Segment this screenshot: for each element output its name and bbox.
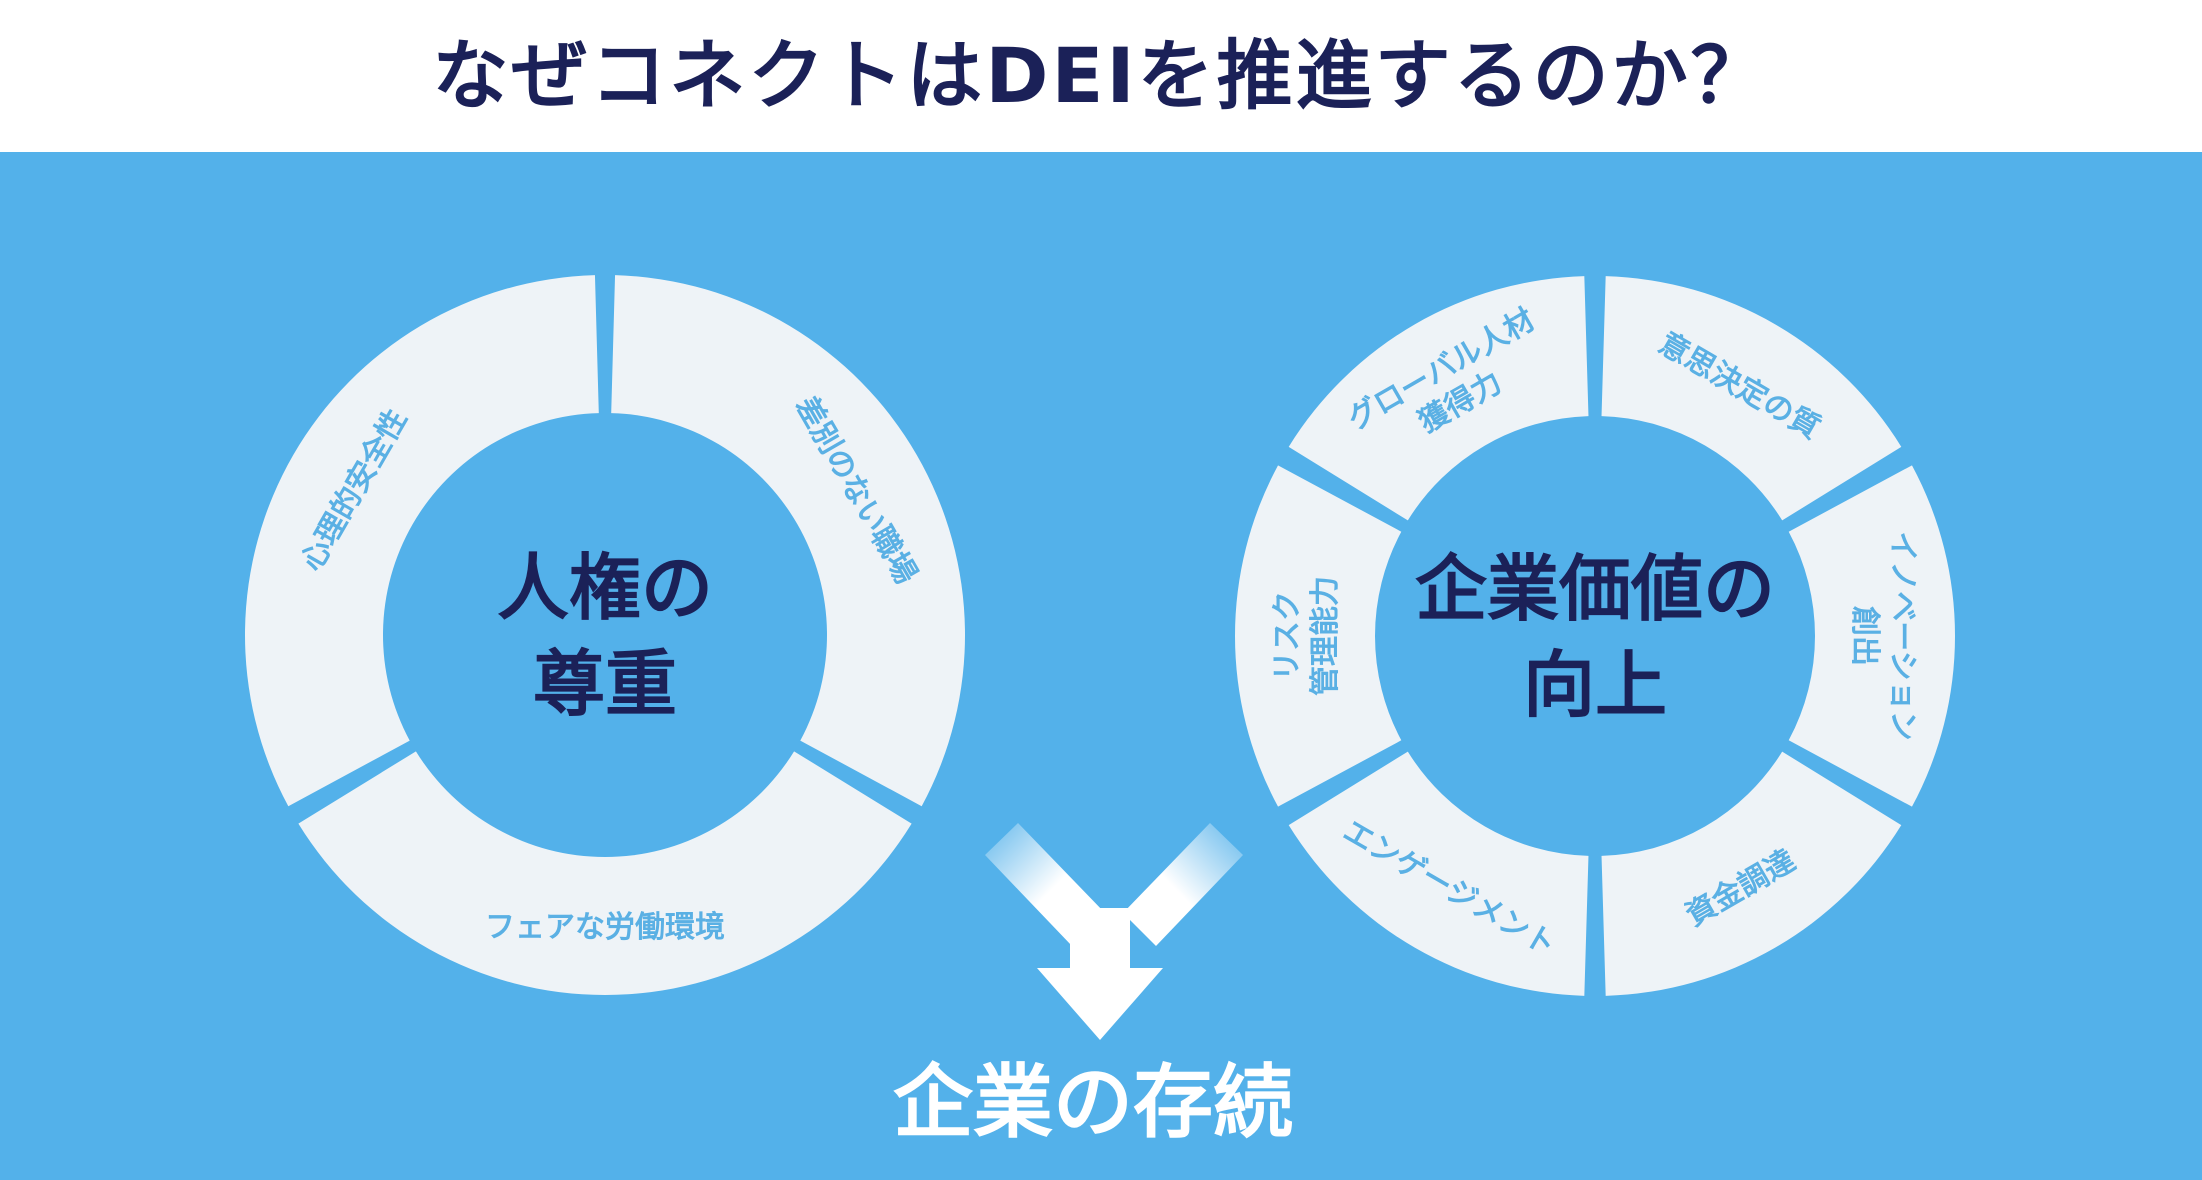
left-cycle-segment-3 xyxy=(244,275,599,807)
right-cycle-segment-2 xyxy=(1788,465,1955,807)
left-cycle-segment-2 xyxy=(298,751,912,996)
left-cycle-segment-label-line: フェアな労働環境 xyxy=(485,910,725,945)
left-cycle-center-label-line: 尊重 xyxy=(533,642,677,726)
right-cycle-segment-label-2: イノベーション創出 xyxy=(1847,531,1920,740)
right-cycle-segment-label-5: リスク管理能力 xyxy=(1270,576,1343,696)
left-cycle-segment-1 xyxy=(611,275,966,807)
right-cycle-segment-label-line: イノベーション xyxy=(1885,531,1920,740)
right-cycle-center-label: 企業価値の向上 xyxy=(1415,547,1775,727)
right-cycle-diagram: 意思決定の質イノベーション創出資金調達エンゲージメントリスク管理能力グローバル人… xyxy=(1235,276,1955,996)
right-cycle-segment-3 xyxy=(1601,751,1902,996)
left-cycle-center-label: 人権の尊重 xyxy=(497,546,713,726)
right-cycle-segment-5 xyxy=(1235,465,1402,807)
left-cycle-segment-label-2: フェアな労働環境 xyxy=(485,910,725,945)
left-cycle-center-label-line: 人権の xyxy=(497,546,713,630)
page-title: なぜコネクトはDEIを推進するのか？ xyxy=(432,31,1770,120)
result-label: 企業の存続 xyxy=(893,1056,1293,1149)
right-cycle-segment-label-line: 創出 xyxy=(1847,606,1882,666)
right-cycle-center-label-line: 企業価値の xyxy=(1415,547,1775,631)
right-cycle-segment-4 xyxy=(1288,751,1589,996)
right-cycle-segment-6 xyxy=(1288,276,1589,521)
right-cycle-segment-label-line: リスク xyxy=(1270,591,1305,681)
merge-arrow-icon xyxy=(985,823,1243,1040)
right-cycle-segment-label-line: 管理能力 xyxy=(1308,576,1343,696)
right-cycle-segment-1 xyxy=(1601,276,1902,521)
right-cycle-center-label-line: 向上 xyxy=(1523,643,1667,727)
